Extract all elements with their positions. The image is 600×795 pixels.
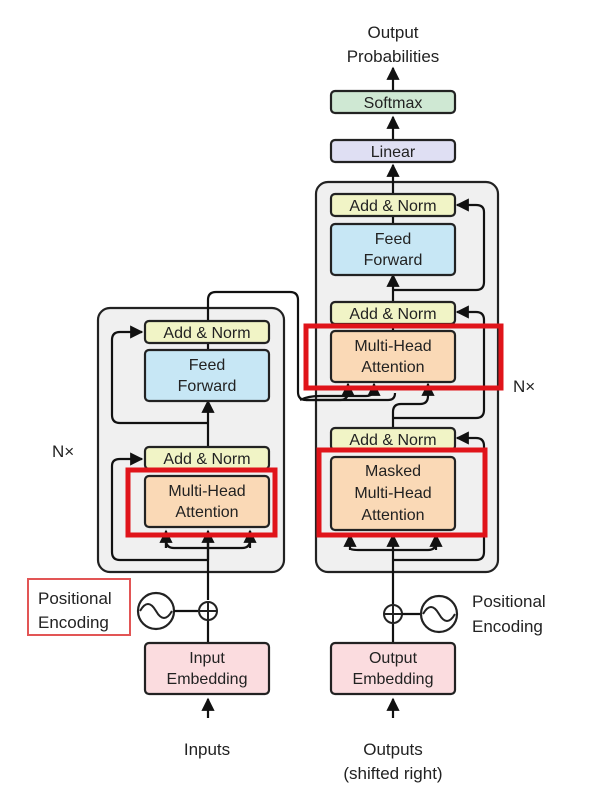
encoder-sine-wave-path (139, 603, 173, 619)
decoder-positional-encoding-label-2: Encoding (472, 617, 543, 636)
decoder-add-norm-middle-label: Add & Norm (349, 306, 436, 323)
encoder-add-norm-bottom-label: Add & Norm (163, 451, 250, 468)
encoder-output-to-decoder (206, 290, 397, 402)
decoder-cross-attention-label-1: Multi-Head (354, 338, 431, 355)
encoder-attention-label-2: Attention (175, 504, 238, 521)
decoder-output-embedding (329, 641, 457, 696)
encoder-attention-highlight (125, 467, 278, 538)
decoder-add-norm-top (329, 192, 457, 218)
output-probabilities-label-1: Output (367, 23, 418, 42)
encoder-sum-plus (199, 602, 217, 620)
encoder-input-label: Inputs (184, 740, 230, 759)
encoder-input-embedding (143, 641, 271, 696)
decoder-add-norm-bottom-label: Add & Norm (349, 432, 436, 449)
decoder-input-label-2: (shifted right) (343, 764, 442, 783)
decoder-masked-attention-label-1: Masked (365, 463, 421, 480)
decoder-feed-forward-label-2: Forward (364, 252, 423, 269)
encoder-positional-encoding-label-1: Positional (38, 589, 112, 608)
decoder-cross-attention (329, 329, 457, 384)
decoder-sine-wave-path (422, 606, 456, 622)
decoder-sum-plus (384, 605, 402, 623)
encoder-input-embedding-label-2: Embedding (167, 671, 248, 688)
decoder-masked-attention-label-2: Multi-Head (354, 485, 431, 502)
decoder-masked-attention-highlight (316, 447, 488, 538)
encoder-add-norm-top (143, 319, 271, 345)
softmax-label: Softmax (364, 95, 423, 112)
encoder-k-to-cross (306, 382, 355, 402)
decoder-cross-attention-highlight (303, 323, 504, 391)
decoder-feed-forward (329, 222, 457, 277)
linear-block (329, 138, 457, 164)
encoder-feed-forward-label-1: Feed (189, 357, 225, 374)
linear-label: Linear (371, 144, 416, 161)
decoder-feed-forward-label-1: Feed (375, 231, 411, 248)
encoder-attention (143, 474, 271, 529)
encoder-positional-encoding-label-2: Encoding (38, 613, 109, 632)
encoder-attention-label-1: Multi-Head (168, 483, 245, 500)
encoder-input-embedding-label-1: Input (189, 650, 225, 667)
encoder-positional-encoding-highlight (27, 578, 131, 636)
encoder-add-norm-top-label: Add & Norm (163, 325, 250, 342)
decoder-residual-3 (393, 198, 486, 292)
decoder-residual-2 (393, 305, 486, 420)
encoder-v-to-cross (299, 382, 381, 401)
decoder-add-norm-top-label: Add & Norm (349, 198, 436, 215)
encoder-feed-forward-label-2: Forward (178, 378, 237, 395)
decoder-input-label-1: Outputs (363, 740, 423, 759)
encoder-residual-2 (110, 325, 208, 425)
decoder-repeat-label: N× (513, 377, 535, 396)
encoder-repeat-label: N× (52, 442, 74, 461)
encoder-feed-forward (143, 348, 271, 403)
encoder-residual-1 (110, 452, 208, 562)
decoder-masked-attention-label-3: Attention (361, 507, 424, 524)
decoder-positional-encoding-label-1: Positional (472, 592, 546, 611)
decoder-masked-attention (329, 455, 457, 532)
decoder-output-embedding-label-2: Embedding (353, 671, 434, 688)
decoder-output-embedding-label-1: Output (369, 650, 418, 667)
decoder-cross-attention-label-2: Attention (361, 359, 424, 376)
decoder-norm-to-cross-q (391, 382, 435, 428)
softmax-block (329, 89, 457, 115)
output-probabilities-label-2: Probabilities (347, 47, 440, 66)
